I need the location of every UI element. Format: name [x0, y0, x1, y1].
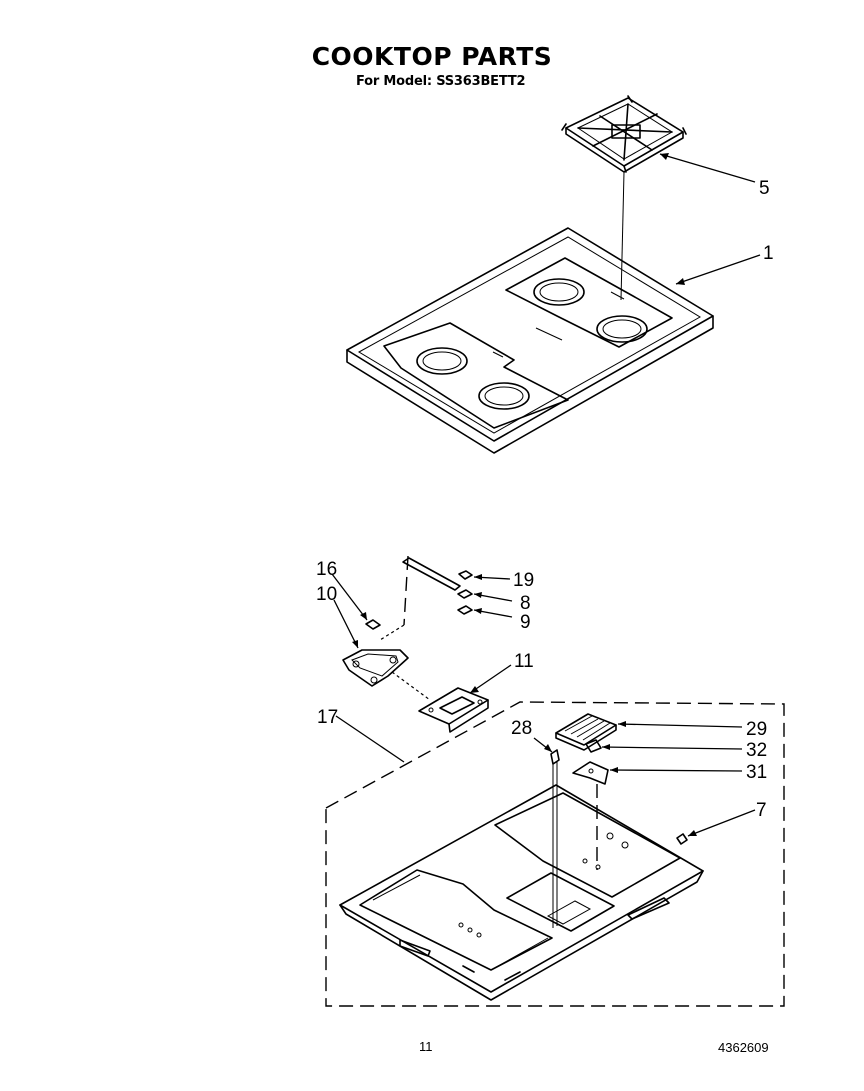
page-title: COOKTOP PARTS: [311, 42, 553, 71]
part-17-enclosure: [325, 701, 785, 1007]
callout-17: 17: [317, 707, 338, 728]
cooktop-main-top: [346, 227, 714, 454]
callout-19: 19: [513, 570, 534, 591]
leader-lines: [331, 153, 761, 837]
page-number: 11: [419, 1039, 433, 1054]
mounting-bracket: [418, 687, 489, 733]
callout-31: 31: [746, 762, 767, 783]
callout-1: 1: [763, 243, 774, 264]
callout-5: 5: [759, 178, 770, 199]
callout-16: 16: [316, 559, 337, 580]
burner-box: [339, 784, 704, 1001]
callout-8: 8: [520, 593, 531, 614]
callout-9: 9: [520, 612, 531, 633]
callout-29: 29: [746, 719, 767, 740]
ignitor-bracket-assembly: [342, 555, 473, 701]
callout-32: 32: [746, 740, 767, 761]
callout-11: 11: [514, 651, 534, 672]
callout-10: 10: [316, 584, 337, 605]
document-number: 4362609: [718, 1040, 769, 1055]
vent-trim-assembly: [550, 713, 688, 928]
grate-guide-line: [620, 171, 625, 301]
burner-grate: [561, 95, 687, 173]
model-subtitle: For Model: SS363BETT2: [356, 74, 526, 89]
callout-7: 7: [756, 800, 767, 821]
callout-28: 28: [511, 718, 532, 739]
